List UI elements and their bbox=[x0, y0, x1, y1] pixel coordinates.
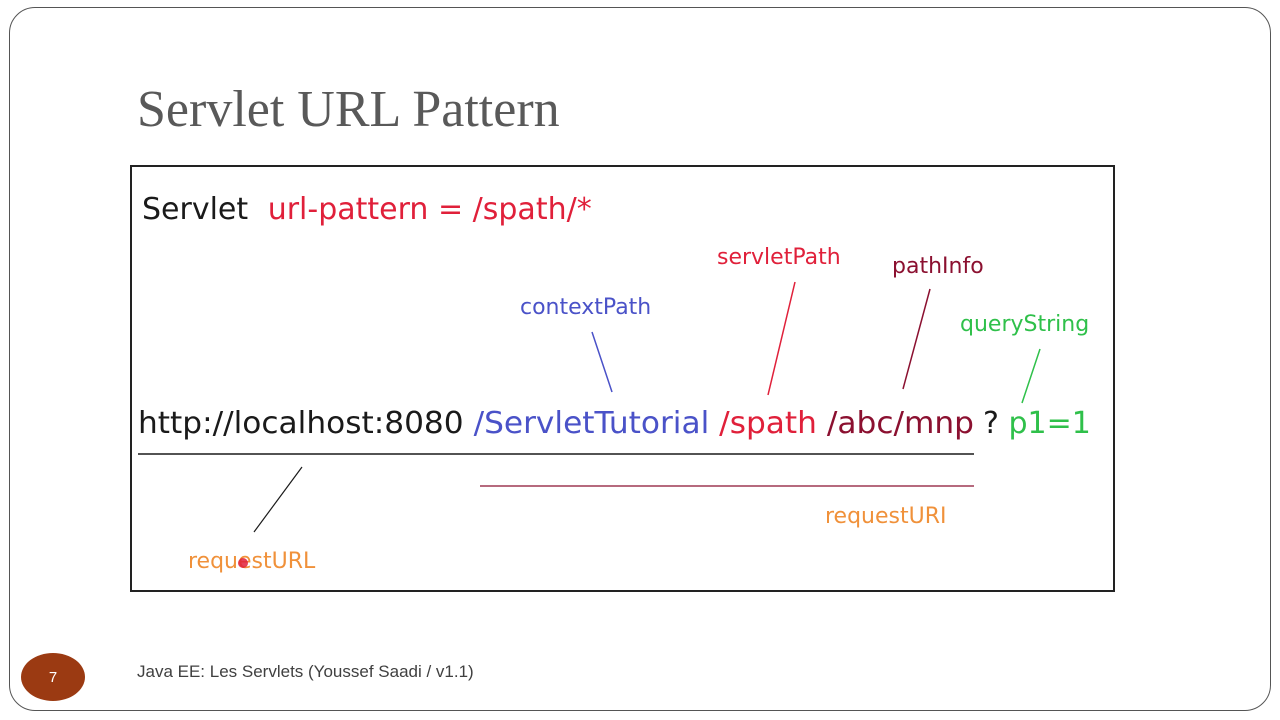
url-path-info: /abc/mnp bbox=[827, 406, 974, 441]
url-servlet: /spath bbox=[719, 406, 817, 441]
url-query: p1=1 bbox=[1008, 406, 1090, 441]
url-query-line: ? p1=1 bbox=[983, 406, 1091, 441]
pattern-value: url-pattern = /spath/* bbox=[268, 192, 592, 227]
label-context-path: contextPath bbox=[520, 295, 651, 320]
url-pattern-diagram: Servlet url-pattern = /spath/* contextPa… bbox=[130, 165, 1115, 592]
pattern-prefix: Servlet bbox=[142, 192, 248, 227]
slide-footer: Java EE: Les Servlets (Youssef Saadi / v… bbox=[137, 662, 474, 681]
label-query-string: queryString bbox=[960, 312, 1089, 337]
label-request-uri: requestURI bbox=[825, 504, 947, 529]
url-host: http://localhost:8080 bbox=[138, 406, 464, 441]
label-servlet-path: servletPath bbox=[717, 245, 841, 270]
url-context: /ServletTutorial bbox=[474, 406, 710, 441]
pointer-context-path bbox=[591, 331, 613, 393]
pointer-query-string bbox=[1021, 348, 1041, 404]
pattern-line: Servlet url-pattern = /spath/* bbox=[142, 192, 592, 227]
page-number: 7 bbox=[48, 668, 58, 686]
url-query-mark: ? bbox=[983, 406, 999, 441]
slide-title: Servlet URL Pattern bbox=[137, 81, 560, 138]
cursor-dot bbox=[238, 558, 248, 568]
pointer-path-info bbox=[902, 288, 931, 390]
diagram-canvas: Servlet url-pattern = /spath/* contextPa… bbox=[138, 192, 1091, 574]
label-path-info: pathInfo bbox=[892, 254, 984, 279]
page-number-badge: 7 bbox=[21, 653, 85, 701]
label-request-url: requestURL bbox=[188, 549, 316, 574]
pointer-request-url bbox=[253, 466, 303, 533]
url-line: http://localhost:8080 /ServletTutorial /… bbox=[138, 406, 974, 441]
pointer-servlet-path bbox=[767, 281, 796, 396]
